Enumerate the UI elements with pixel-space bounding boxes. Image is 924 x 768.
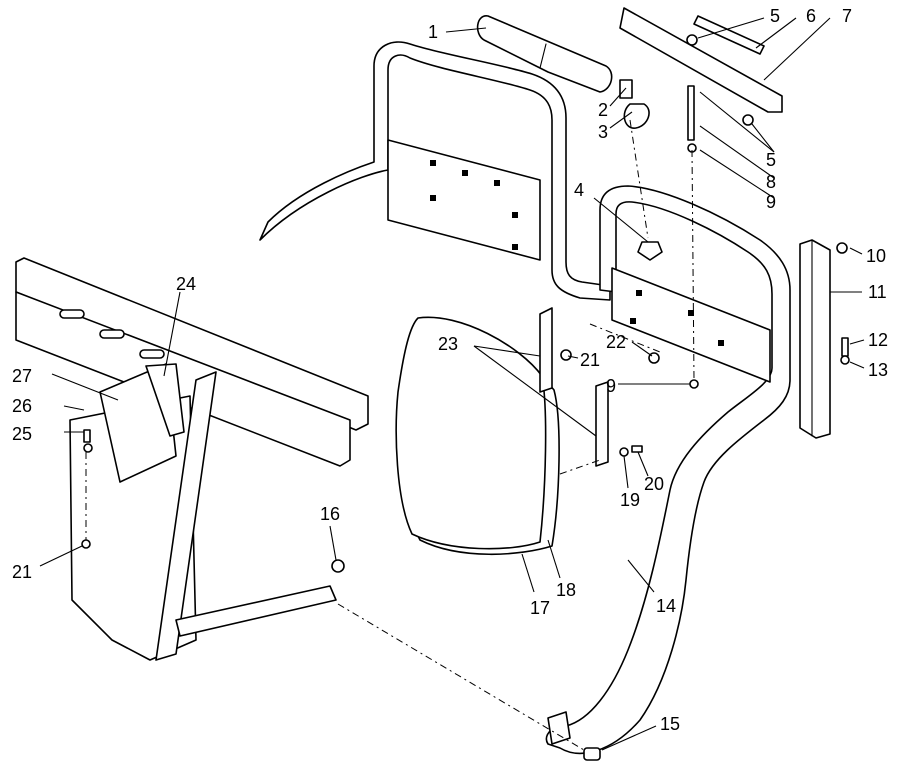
callout-14: 14 (656, 596, 676, 616)
top-bracket (619, 7, 783, 126)
callout-9-upper: 9 (766, 192, 776, 212)
callout-8: 8 (766, 172, 776, 192)
callout-21-lower: 21 (12, 562, 32, 582)
callout-15: 15 (660, 714, 680, 734)
front-bar-holes (630, 290, 724, 346)
callout-22: 22 (606, 332, 626, 352)
alignment-lines (85, 119, 695, 751)
rear-roll-bar (259, 41, 611, 301)
callout-13: 13 (868, 360, 888, 380)
grip (476, 15, 613, 93)
knob (637, 241, 663, 261)
callout-5-top: 5 (770, 6, 780, 26)
callout-20: 20 (644, 474, 664, 494)
callout-17: 17 (530, 598, 550, 618)
frame-slots (59, 309, 165, 359)
callout-2: 2 (598, 100, 608, 120)
callout-labels: 1 2 3 4 5 5 6 7 8 9 9 10 11 12 13 14 15 … (12, 6, 888, 734)
callout-18: 18 (556, 580, 576, 600)
callout-24: 24 (176, 274, 196, 294)
callout-23: 23 (438, 334, 458, 354)
callout-10: 10 (866, 246, 886, 266)
callout-4: 4 (574, 180, 584, 200)
roll-bar-front (545, 185, 791, 755)
callout-12: 12 (868, 330, 888, 350)
callout-27: 27 (12, 366, 32, 386)
clamp-hardware (619, 79, 650, 129)
callout-21-upper: 21 (580, 350, 600, 370)
callout-3: 3 (598, 122, 608, 142)
callout-19: 19 (620, 490, 640, 510)
leader-lines (39, 17, 865, 751)
bolt-15 (583, 747, 601, 761)
callout-25: 25 (12, 424, 32, 444)
callout-1: 1 (428, 22, 438, 42)
rod-hardware (687, 85, 697, 153)
side-channel (799, 239, 850, 439)
callout-26: 26 (12, 396, 32, 416)
callout-5-lower: 5 (766, 150, 776, 170)
left-frame (15, 257, 369, 661)
callout-7: 7 (842, 6, 852, 26)
callout-6: 6 (806, 6, 816, 26)
mount-brackets (539, 307, 699, 467)
seat-cushion (395, 316, 560, 556)
callout-11: 11 (868, 282, 887, 302)
rear-bar-holes (430, 160, 518, 250)
callout-16: 16 (320, 504, 340, 524)
callout-9-lower: 9 (606, 376, 616, 396)
